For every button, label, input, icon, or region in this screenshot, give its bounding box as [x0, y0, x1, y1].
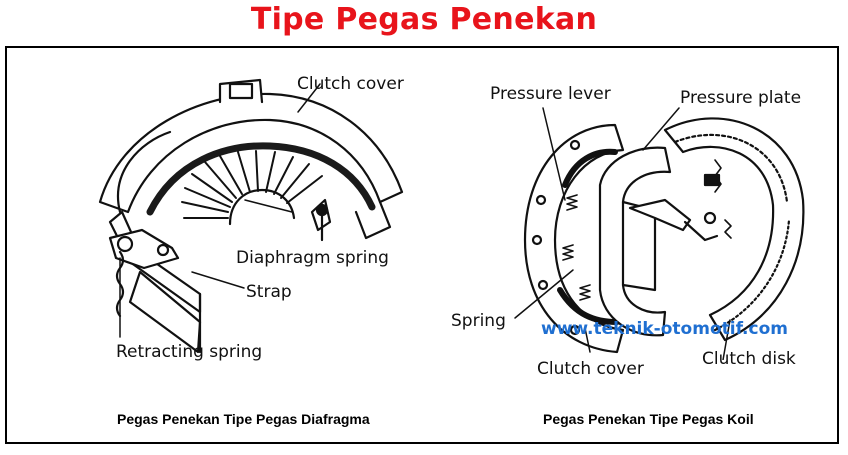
- label-clutch-disk: Clutch disk: [702, 349, 796, 369]
- label-clutch-cover-right: Clutch cover: [537, 359, 644, 379]
- watermark-url: www.teknik-otomotif.com: [541, 319, 788, 339]
- label-pressure-lever: Pressure lever: [490, 84, 611, 104]
- page-title: Tipe Pegas Penekan: [250, 2, 598, 37]
- caption-left: Pegas Penekan Tipe Pegas Diafragma: [117, 411, 370, 427]
- label-diaphragm-spring: Diaphragm spring: [236, 248, 389, 268]
- label-pressure-plate: Pressure plate: [680, 88, 802, 108]
- label-spring: Spring: [451, 311, 506, 331]
- label-clutch-cover-left: Clutch cover: [297, 74, 404, 94]
- coil-clutch-illustration: [514, 107, 805, 360]
- caption-right: Pegas Penekan Tipe Pegas Koil: [543, 411, 754, 427]
- diaphragm-clutch-illustration: [98, 78, 404, 354]
- label-retracting-spring: Retracting spring: [116, 342, 263, 362]
- label-strap: Strap: [246, 282, 292, 302]
